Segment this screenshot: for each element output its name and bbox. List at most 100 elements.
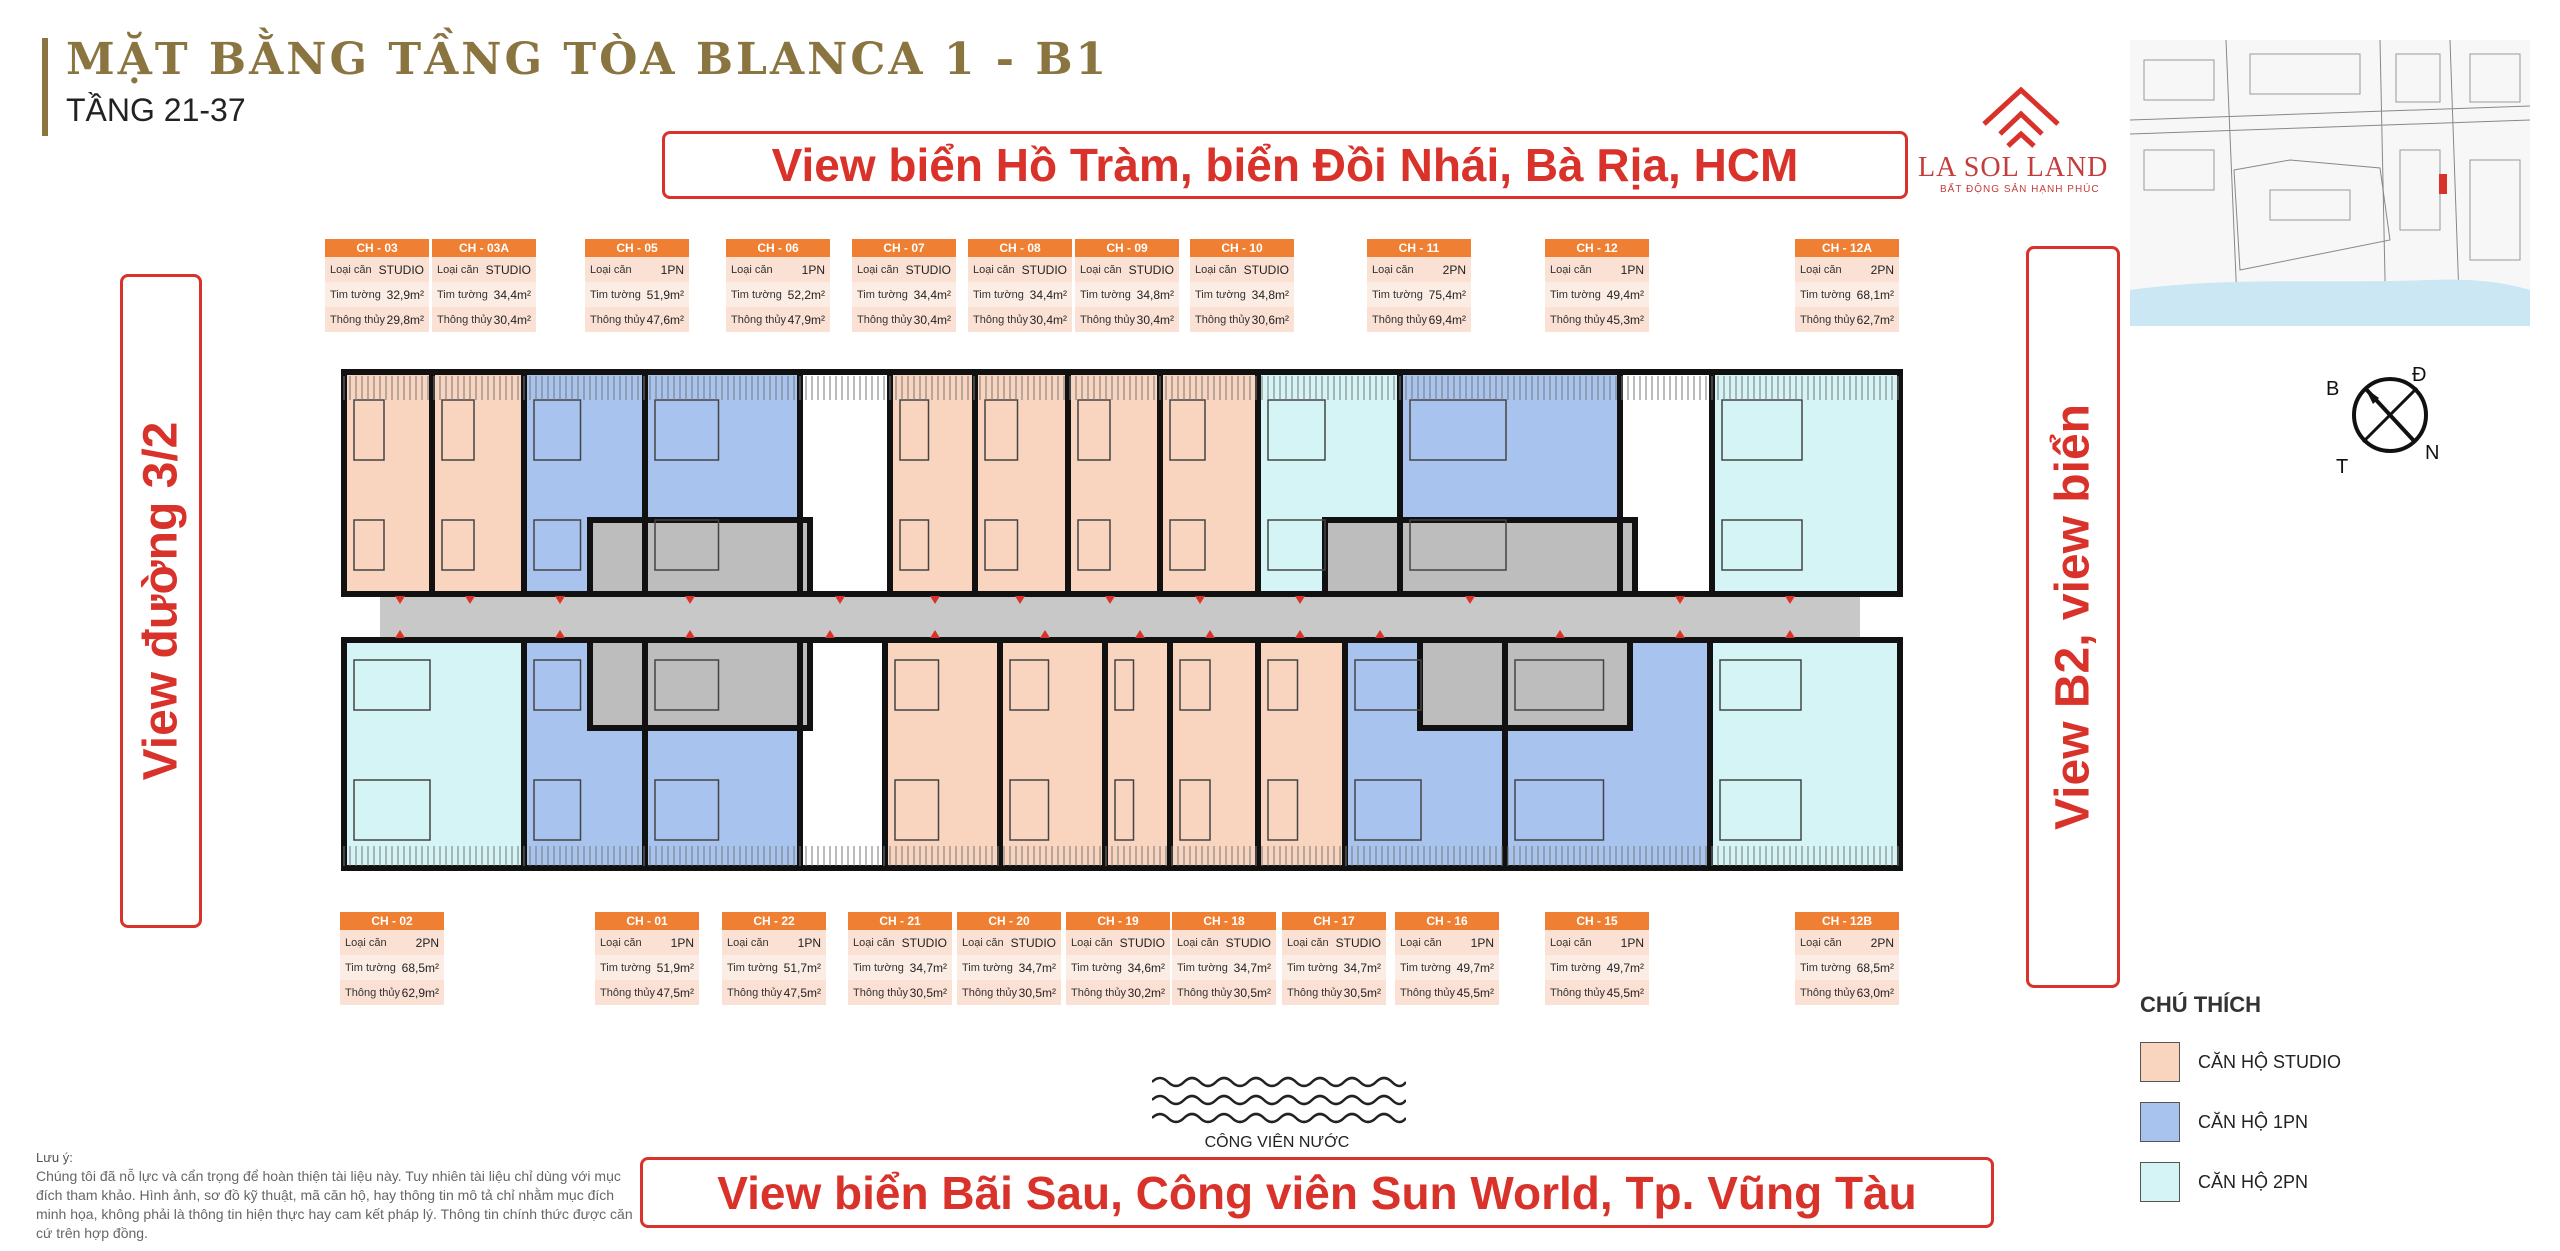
legend-swatch-1pn (2140, 1102, 2180, 1142)
unit-row-value: 30,4m² (1029, 312, 1067, 327)
unit-row-label: Tim tường (727, 961, 778, 974)
legend-item-studio: CĂN HỘ STUDIO (2140, 1042, 2341, 1082)
unit-row-label: Tim tường (330, 288, 381, 301)
unit-row-label: Tim tường (853, 961, 904, 974)
core-3 (1417, 637, 1633, 731)
compass-south-label: T (2336, 456, 2349, 478)
unit-code: CH - 05 (585, 239, 689, 257)
unit-row-value: 1PN (670, 935, 694, 950)
unit-row-label: Tim tường (600, 961, 651, 974)
core-2 (587, 637, 813, 731)
unit-row-value: 47,9m² (787, 312, 825, 327)
unit-zone-top-ch-09 (1068, 372, 1160, 594)
legend-title: CHÚ THÍCH (2140, 992, 2261, 1017)
unit-row-label: Thông thủy (727, 986, 783, 999)
unit-code: CH - 03 (325, 239, 429, 257)
unit-row-value: 47,5m² (656, 985, 694, 1000)
unit-zone-top-ch-07 (890, 372, 975, 594)
unit-row-label: Loại căn (1550, 936, 1592, 949)
unit-zone-top-ch-03 (344, 372, 432, 594)
unit-zone-bottom-ch-12b (1710, 640, 1900, 868)
unit-row-label: Thông thủy (1071, 986, 1127, 999)
disclaimer-title: Lưu ý: (36, 1150, 73, 1165)
unit-row-value: 29,8m² (386, 312, 424, 327)
unit-row-value: 30,4m² (493, 312, 531, 327)
site-location-map (2130, 40, 2530, 326)
unit-row-label: Thông thủy (1800, 313, 1856, 326)
unit-row-value: 30,5m² (909, 985, 947, 1000)
unit-row-value: 51,9m² (656, 960, 694, 975)
unit-row-value: 1PN (660, 262, 684, 277)
unit-row-label: Thông thủy (962, 986, 1018, 999)
unit-row-value: 62,9m² (401, 985, 439, 1000)
disclaimer-text: Chúng tôi đã nỗ lực và cẩn trọng để hoàn… (36, 1168, 633, 1241)
unit-code: CH - 21 (848, 912, 952, 930)
unit-row-label: Loại căn (600, 936, 642, 949)
unit-row-label: Loại căn (1177, 936, 1219, 949)
unit-row-label: Tim tường (437, 288, 488, 301)
unit-row-label: Loại căn (1800, 936, 1842, 949)
unit-row-value: 51,9m² (646, 287, 684, 302)
unit-row-label: Tim tường (590, 288, 641, 301)
unit-row-label: Thông thủy (1195, 313, 1251, 326)
unit-row-value: 1PN (1470, 935, 1494, 950)
unit-row-value: 1PN (797, 935, 821, 950)
unit-row-label: Thông thủy (1800, 986, 1856, 999)
unit-code: CH - 08 (968, 239, 1072, 257)
unit-row-label: Tim tường (1080, 288, 1131, 301)
unit-row-label: Tim tường (857, 288, 908, 301)
legend-item-1pn: CĂN HỘ 1PN (2140, 1102, 2308, 1142)
unit-zone-bottom-ch-17 (1258, 640, 1345, 868)
unit-row-value: STUDIO (485, 262, 531, 277)
unit-row-value: 34,8m² (1251, 287, 1289, 302)
unit-row-value: 49,4m² (1606, 287, 1644, 302)
unit-row-value: 69,4m² (1428, 312, 1466, 327)
water-park-waves-icon (1152, 1076, 1406, 1124)
unit-row-label: Thông thủy (1400, 986, 1456, 999)
unit-row-value: 34,7m² (1233, 960, 1271, 975)
unit-row-label: Thông thủy (1287, 986, 1343, 999)
unit-row-label: Loại căn (1195, 263, 1237, 276)
view-right-label: View B2, view biển (2026, 246, 2120, 988)
unit-row-label: Loại căn (590, 263, 632, 276)
unit-row-label: Loại căn (437, 263, 479, 276)
unit-zone-top-ch-08 (975, 372, 1068, 594)
unit-row-value: 68,5m² (401, 960, 439, 975)
unit-zone-bottom-ch-21 (885, 640, 1000, 868)
unit-code: CH - 16 (1395, 912, 1499, 930)
unit-row-value: 68,5m² (1856, 960, 1894, 975)
unit-row-label: Loại căn (731, 263, 773, 276)
unit-row-value: STUDIO (1010, 935, 1056, 950)
unit-row-value: 30,5m² (1018, 985, 1056, 1000)
corridor (380, 594, 1860, 640)
unit-row-label: Thông thủy (1372, 313, 1428, 326)
